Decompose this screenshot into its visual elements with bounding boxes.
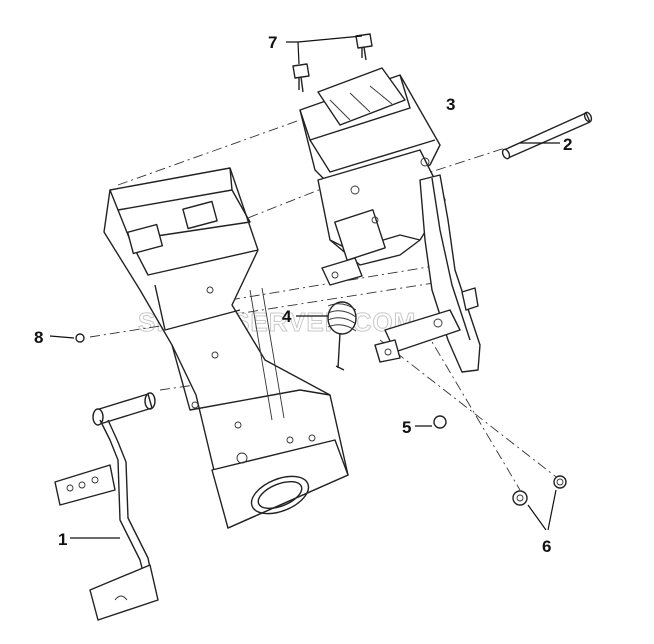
clutch-pedal bbox=[54, 392, 159, 621]
callout-6: 6 bbox=[542, 537, 551, 556]
bolts bbox=[292, 33, 373, 93]
callout-3: 3 bbox=[446, 95, 455, 114]
callout-8: 8 bbox=[34, 328, 43, 347]
callout-7: 7 bbox=[268, 33, 277, 52]
pedal-lever-right bbox=[374, 174, 481, 373]
mounting-bracket-plate bbox=[103, 167, 349, 529]
return-spring bbox=[327, 301, 357, 371]
callout-1: 1 bbox=[58, 530, 67, 549]
pivot-shaft bbox=[501, 111, 593, 160]
callout-2: 2 bbox=[563, 135, 572, 154]
callout-4: 4 bbox=[282, 307, 292, 326]
callout-labels: 1 2 3 4 5 6 7 8 bbox=[34, 33, 572, 556]
callout-5: 5 bbox=[402, 418, 411, 437]
upper-bracket-housing bbox=[299, 67, 446, 286]
fasteners-nuts bbox=[75, 333, 567, 506]
leader-lines bbox=[49, 35, 560, 539]
